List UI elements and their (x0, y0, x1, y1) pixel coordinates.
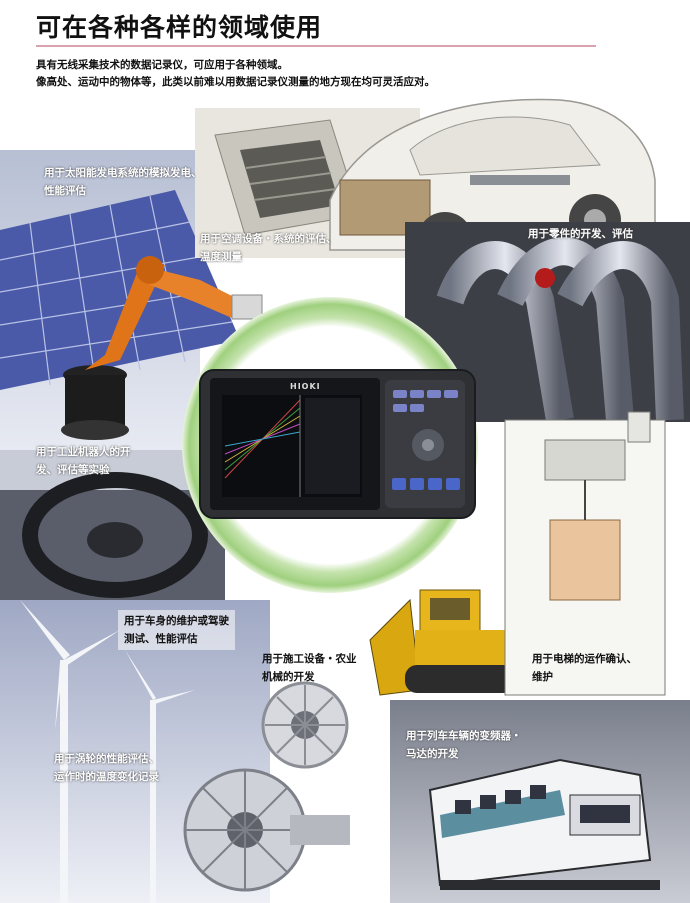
caption-aircon: 用于空调设备・系统的评估、 温度测量 (200, 233, 337, 263)
caption-robot: 用于工业机器人的开 发、评估等实验 (36, 446, 131, 476)
solar-panel (0, 190, 240, 390)
caption-parts: 用于零件的开发、评估 (528, 228, 633, 240)
jet-turbine-small (261, 681, 349, 769)
steering-wheel (22, 472, 208, 598)
caption-car: 用于车身的维护或驾驶 测试、性能评估 (118, 610, 235, 650)
page-title: 可在各种各样的领域使用 (36, 13, 323, 42)
device-brand-label: HIOKI (290, 382, 321, 391)
caption-solar: 用于太阳能发电系统的模拟发电、 性能评估 (44, 167, 202, 197)
train (428, 758, 660, 890)
bulldozer (369, 589, 515, 696)
caption-construction: 用于施工设备・农业 机械的开发 (262, 653, 357, 683)
title-divider (36, 45, 596, 47)
caption-turbine: 用于涡轮的性能评估、 运作时的温度变化记录 (54, 753, 159, 783)
jet-turbine-large (183, 768, 350, 892)
intro-line-1: 具有无线采集技术的数据记录仪，可应用于各种领域。 (36, 59, 288, 71)
intro-line-2: 像高处、运动中的物体等，此类以前难以用数据记录仪测量的地方现在均可灵活应对。 (36, 76, 435, 88)
wind-turbines (20, 600, 195, 903)
engine-pipes (405, 222, 690, 423)
elevator-shaft (504, 411, 666, 696)
caption-elevator: 用于电梯的运作确认、 维护 (532, 653, 637, 683)
industrial-robot (61, 256, 263, 440)
caption-train: 用于列车车辆的变频器・ 马达的开发 (406, 730, 522, 760)
data-logger-device (199, 369, 476, 519)
